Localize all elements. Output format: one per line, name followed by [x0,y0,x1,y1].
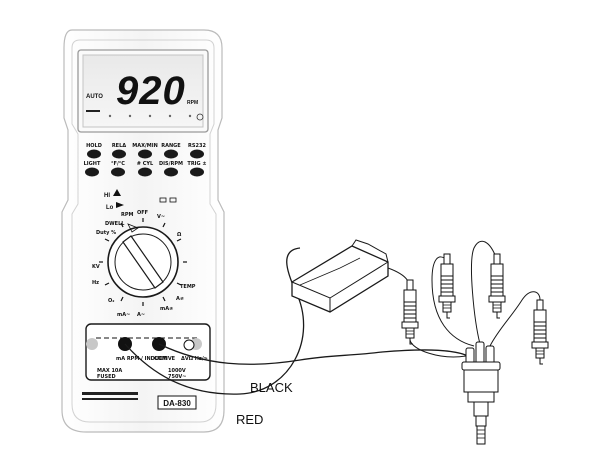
dial-pointer-icon [127,223,139,233]
jack-label-com: COM [154,356,167,362]
model-plate [157,395,197,410]
jack-label-left: mA RPM / INDUCTIVE [116,356,176,362]
bottom-mark-1000v: 1000V [168,368,186,374]
lo-label: Lo [106,205,114,211]
rel-button[interactable] [112,149,126,159]
dial-label-adc: A≉ [176,296,184,302]
button-row-1: HOLD RELΔ MAX/MIN RANGE RS232 [86,143,206,149]
dial-label-kv: KV [92,264,100,270]
test-leads [124,247,469,395]
dial-label-temp: TEMP [180,284,196,290]
bottom-mark-max: MAX 10A [97,368,122,374]
dial-knob[interactable] [122,235,164,289]
dial-label-dwell: DWELL [105,221,125,227]
light-button[interactable] [85,167,99,177]
spark-plug-4 [531,299,549,365]
btn-label-fc: °F/°C [111,161,125,167]
lcd-mode: AUTO [86,94,103,100]
fc-button[interactable] [111,167,125,177]
dial-label-madc: mA≉ [160,306,173,312]
dial-label-rpm: RPM [121,212,134,218]
lcd-bargraph [86,110,192,118]
btn-label-rel: RELΔ [112,143,126,149]
jack-panel [85,323,211,381]
btn-label-trig: TRIG ± [187,161,206,167]
range-button[interactable] [164,149,178,159]
btn-label-disrpm: DIS/RPM [159,161,183,167]
indicator-square-1 [159,197,167,203]
black-lead-label: BLACK [250,380,293,395]
lcd-display: AUTO 920 RPM [77,49,209,133]
bottom-slot-2 [82,398,138,400]
lcd-unit: RPM [187,100,198,106]
disrpm-button[interactable] [164,167,178,177]
dial-label-vac: V~ [157,214,165,220]
trig-button[interactable] [190,167,204,177]
bottom-mark-750v: 750V~ [168,374,187,380]
btn-label-light: LIGHT [84,161,101,167]
dial-label-aac: A~ [137,312,145,318]
dial-labels: RPM OFF V~ DWELL Duty % Ω KV Hz TEMP O₂ … [92,210,196,318]
maxmin-button[interactable] [138,149,152,159]
hi-label: HI [104,193,110,199]
dial-label-hz: Hz [92,280,99,286]
multimeter: AUTO 920 RPM HOLD RELΔ MAX/MIN RANGE RS2… [61,29,225,433]
model-name: DA-830 [163,399,191,408]
spark-plug-1 [401,279,419,345]
volt-ohm-jack[interactable] [183,339,195,351]
black-lead-wire [158,343,469,365]
spark-plug-wires [387,240,541,358]
red-lead-label: RED [236,412,263,427]
button-row-2: LIGHT °F/°C # CYL DIS/RPM TRIG ± [84,161,207,167]
btn-label-hold: HOLD [86,143,102,149]
distributor-cap [461,341,501,445]
hi-arrow-icon [113,189,121,196]
spark-plug-3 [488,253,506,319]
btn-label-maxmin: MAX/MIN [132,143,158,149]
dial-label-ohm: Ω [177,232,182,238]
dial-ticks [99,218,187,306]
inductive-pickup-clamp [291,239,389,313]
rotary-dial[interactable] [107,223,179,298]
dial-label-off: OFF [137,210,148,216]
hold-button[interactable] [87,149,101,159]
rs232-button[interactable] [190,149,204,159]
left-indicator-lamp [86,338,98,350]
dial-label-maac: mA~ [117,312,130,318]
spark-plug-2 [438,253,456,319]
lcd-power-icon [196,113,204,121]
dial-label-o2: O₂ [108,298,114,304]
lo-arrow-icon [116,202,124,208]
indicator-square-2 [169,197,177,203]
lcd-reading: 920 [116,69,186,113]
btn-label-range: RANGE [161,143,181,149]
dial-label-duty: Duty % [96,230,116,236]
bottom-slot-1 [82,392,138,395]
cyl-button[interactable] [138,167,152,177]
bottom-mark-fused: FUSED [97,374,116,380]
red-lead-wire [124,247,305,395]
btn-label-cyl: # CYL [137,161,154,167]
btn-label-rs232: RS232 [188,143,206,149]
jack-label-right: ΔVΩ Hz/≥ [181,356,208,362]
